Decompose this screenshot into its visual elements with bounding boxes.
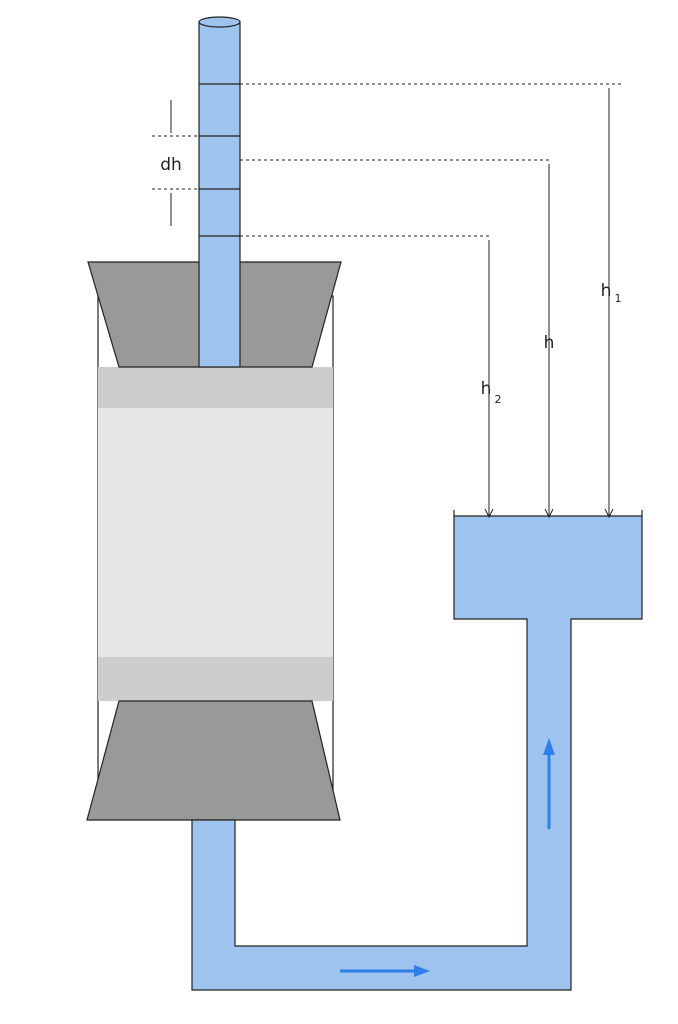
flow-arrowhead-horizontal <box>414 965 430 977</box>
bottom-cap <box>86 700 341 821</box>
soil-sample <box>98 367 333 701</box>
h-label: h <box>544 333 555 353</box>
h1-arrowhead <box>604 508 614 519</box>
dh-label: dh <box>160 155 182 175</box>
top-porous-stone <box>98 367 333 408</box>
h2-arrowhead <box>484 508 494 519</box>
flow-arrowhead-vertical <box>543 738 555 755</box>
h1-label: h <box>601 281 612 301</box>
standpipe <box>198 21 241 368</box>
h-arrowhead <box>544 508 554 519</box>
h1-subscript: 1 <box>615 292 622 305</box>
bottom-porous-stone <box>98 657 333 701</box>
h2-label: h <box>481 379 492 399</box>
h2-subscript: 2 <box>495 393 502 406</box>
standpipe-top-ellipse <box>198 16 241 28</box>
